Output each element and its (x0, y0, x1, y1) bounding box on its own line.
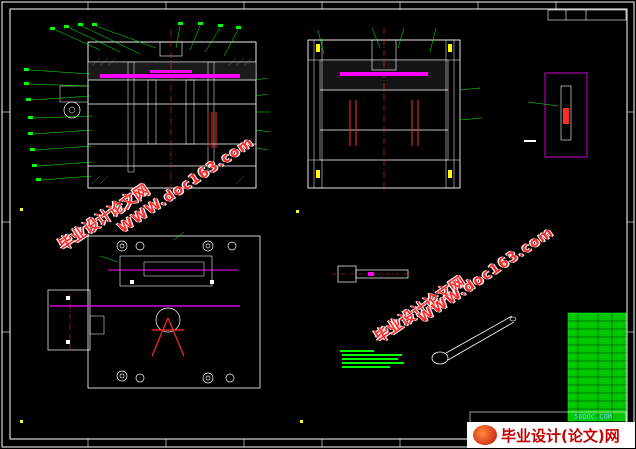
zone-ticks-top (87, 2, 557, 9)
footer-brand-text: 毕业设计(论文)网 (501, 427, 620, 445)
detail-view (524, 72, 588, 158)
site-tag: 56DOC.COM (574, 413, 612, 421)
technical-notes (340, 350, 404, 368)
zone-ticks-side (2, 111, 634, 333)
part-drawing (332, 265, 517, 365)
zone-ticks-bottom (87, 439, 479, 447)
drawing-code-box (547, 9, 627, 21)
main-section-view (24, 22, 271, 190)
side-section-view (307, 27, 483, 192)
parts-list (567, 312, 627, 422)
frame-markers (20, 208, 303, 423)
inner-frame (9, 8, 628, 440)
brand-logo-icon (473, 425, 497, 445)
plan-view (47, 231, 261, 389)
footer-brand: 毕业设计(论文)网 (467, 422, 635, 448)
